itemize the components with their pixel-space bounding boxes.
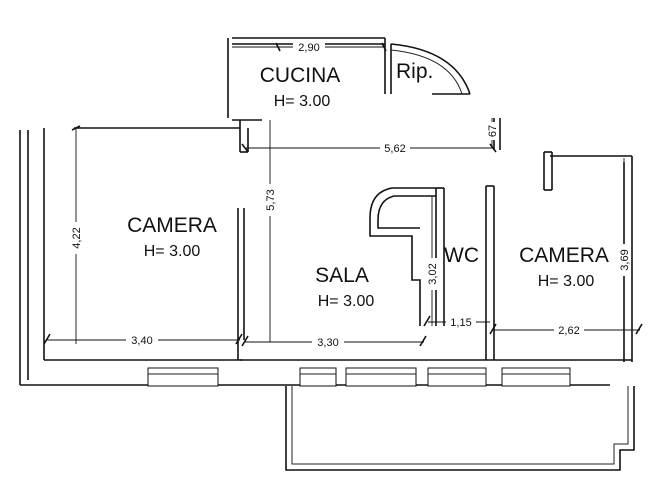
room-name-camera-left: CAMERA — [127, 214, 217, 237]
dim-camera-left-width: 3,40 — [131, 335, 152, 347]
room-name-wc: WC — [444, 244, 479, 267]
dim-camera-right-width: 2,62 — [558, 325, 579, 337]
exterior-walls — [19, 37, 633, 386]
dim-wc-stub: 67 — [487, 125, 499, 137]
dim-wc-width: 1,15 — [450, 317, 471, 329]
windows — [147, 367, 571, 387]
room-name-camera-right: CAMERA — [519, 244, 609, 267]
dim-camera-left-depth: 4,22 — [71, 227, 83, 248]
dim-cucina-width: 2,90 — [298, 42, 319, 54]
interior-walls — [237, 185, 495, 360]
dim-sala-depth: 5,73 — [265, 189, 277, 210]
dim-overall-upper-width: 5,62 — [384, 143, 405, 155]
room-height-camera-left: H= 3.00 — [144, 243, 201, 260]
room-name-sala: SALA — [315, 264, 369, 287]
room-name-rip: Rip. — [396, 60, 433, 83]
dim-wc-depth: 3,02 — [427, 263, 439, 284]
balcony — [285, 386, 635, 471]
room-height-sala: H= 3.00 — [318, 293, 375, 310]
room-name-cucina: CUCINA — [260, 64, 341, 87]
dim-sala-width: 3,30 — [317, 337, 338, 349]
room-height-camera-right: H= 3.00 — [538, 273, 595, 290]
dim-camera-right-depth: 3,69 — [619, 249, 631, 270]
room-height-cucina: H= 3.00 — [274, 93, 331, 110]
